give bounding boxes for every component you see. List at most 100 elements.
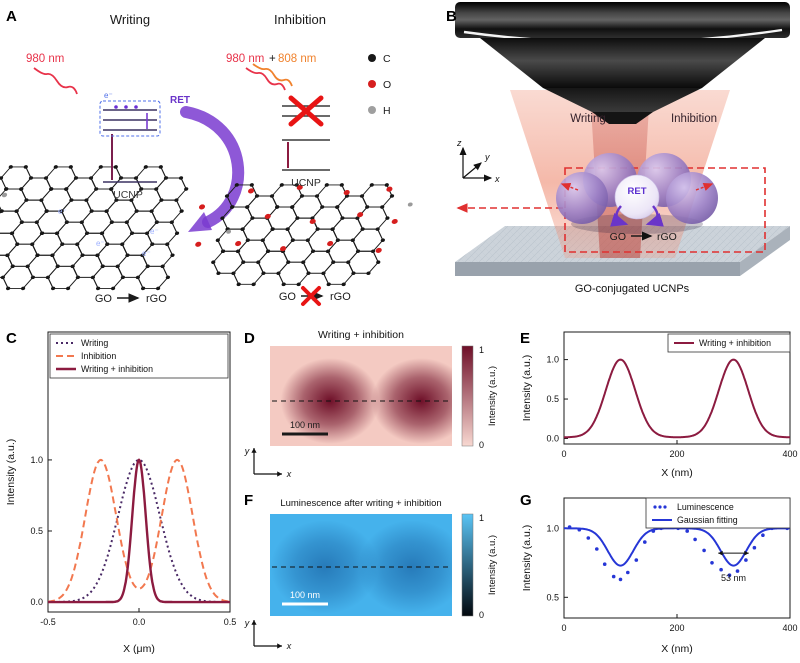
series-line (564, 358, 790, 439)
x-tick-label: 0.0 (133, 617, 146, 627)
carbon-atom (366, 271, 371, 276)
carbon-atom (178, 176, 184, 180)
hexagon (65, 177, 97, 201)
functional-atom (235, 241, 242, 247)
carbon-atom (113, 165, 118, 169)
hexagon (40, 188, 73, 212)
carbon-atom (296, 282, 301, 287)
carbon-atom (385, 216, 390, 220)
oxygen-atom-icon (368, 80, 376, 88)
hexagon (212, 250, 244, 274)
carbon-atom-icon (368, 54, 376, 62)
carbon-atom (270, 227, 275, 231)
x-tick-label: 200 (669, 449, 684, 459)
rgo-label: rGO (657, 231, 677, 243)
carbon-atom (8, 165, 13, 169)
hexagon (291, 195, 323, 219)
hexagon (137, 265, 169, 289)
hexagon (105, 199, 138, 223)
objective-top (455, 2, 790, 38)
electron-dot (114, 105, 118, 109)
panel-letter-e: E (520, 330, 531, 347)
go-label: GO (610, 231, 626, 243)
carbon-atom (211, 260, 216, 265)
functional-atom (357, 212, 364, 218)
hexagon (20, 177, 52, 201)
functional-atom (195, 241, 202, 247)
electron-label: e⁻ (96, 239, 105, 248)
x-tick-label: 0 (561, 623, 566, 633)
label-980nm: 980 nm (26, 53, 64, 65)
blocked-reaction-x-icon (301, 286, 321, 306)
carbon-atom (220, 249, 226, 254)
series-line (48, 458, 230, 604)
y-tick-label: 0.5 (546, 592, 559, 602)
carbon-atom (165, 275, 171, 280)
scale-bar-label: 100 nm (290, 420, 320, 430)
label-808nm: 808 nm (278, 53, 316, 65)
carbon-atom (384, 183, 389, 187)
hexagon (15, 199, 48, 223)
carbon-atom (170, 253, 175, 258)
substrate-front (455, 262, 740, 276)
label-980nm: 980 nm (226, 53, 264, 65)
functional-atom (198, 204, 206, 210)
panel-letter-b: B (446, 8, 457, 25)
carbon-atom (23, 165, 28, 169)
carbon-atom (65, 286, 71, 291)
carbon-atom (279, 183, 284, 187)
y-tick-label: 0.0 (546, 433, 559, 443)
objective-body (480, 38, 765, 88)
go-label: GO (95, 293, 113, 305)
hexagon (331, 217, 364, 241)
electron-label: e⁻ (104, 91, 113, 100)
carbon-atom (95, 286, 101, 291)
hexagon (282, 239, 314, 263)
carbon-atom (339, 183, 344, 187)
blocked-transition-x-icon (288, 95, 324, 127)
x-tick-label: 400 (782, 623, 797, 633)
hexagon (217, 228, 249, 252)
functional-atom (309, 218, 316, 225)
sphere-glow (48, 70, 208, 230)
x-tick-label: 0 (561, 449, 566, 459)
axis-z-label: z (456, 138, 462, 148)
ucnp-label: UCNP (291, 177, 321, 189)
electron-dot (134, 105, 138, 109)
map-spot (358, 520, 452, 614)
carbon-atom (184, 187, 189, 191)
carbon-atom (140, 286, 146, 291)
axis-y-label: y (244, 446, 250, 456)
carbon-atom (265, 249, 271, 254)
y-tick-label: 1.0 (30, 455, 43, 465)
intensity-map (270, 514, 452, 616)
colorbar (461, 345, 474, 447)
functional-atom (386, 186, 393, 192)
carbon-atom (324, 183, 329, 187)
coordinate-axes (459, 146, 493, 182)
hexagon (45, 166, 77, 190)
writing-title: Writing (110, 12, 150, 27)
functional-atom (391, 218, 398, 225)
carbon-atom (389, 194, 395, 198)
x-axis-label: X (μm) (123, 643, 155, 655)
carbon-atom (158, 165, 163, 169)
legend-marker (663, 505, 667, 509)
carbon-atom (68, 165, 73, 169)
inhibition-title: Inhibition (274, 12, 326, 27)
axis-x-label: x (494, 174, 500, 184)
energy-levels-inhibition (282, 105, 330, 171)
ucnp-label: UCNP (113, 189, 143, 201)
data-point (643, 540, 647, 544)
map-title: Writing + inhibition (318, 329, 404, 341)
rgo-label: rGO (146, 293, 167, 305)
x-tick-label: 200 (669, 623, 684, 633)
ucnp-sphere (666, 172, 718, 224)
hexagon (356, 206, 389, 230)
hexagon (135, 166, 167, 190)
series-line (48, 458, 230, 603)
y-tick-label: 1.0 (546, 355, 559, 365)
carbon-atom (179, 209, 184, 213)
